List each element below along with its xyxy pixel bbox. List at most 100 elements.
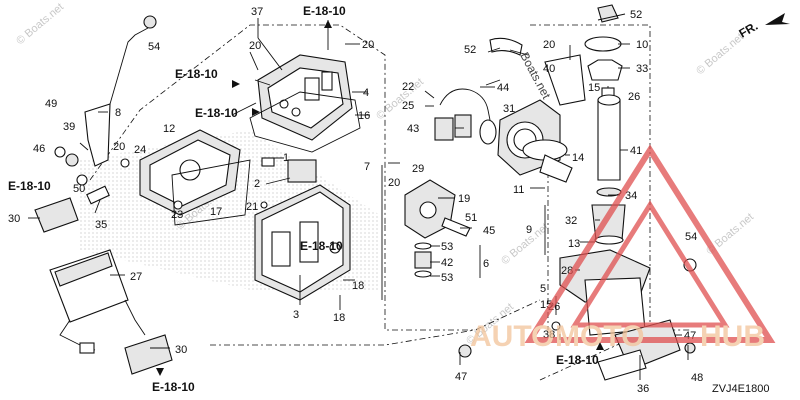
callout: 33 xyxy=(636,63,648,75)
part-sensor-cap xyxy=(597,4,619,23)
callout: 54 xyxy=(148,41,160,53)
part-washer xyxy=(551,321,561,331)
part-sensor xyxy=(489,37,523,56)
callout: 48 xyxy=(691,372,703,384)
callout: 43 xyxy=(407,123,419,135)
watermark-text: © Boats.net xyxy=(14,1,66,47)
callout: 8 xyxy=(115,107,121,119)
callout: 47 xyxy=(455,371,467,383)
callout: 25 xyxy=(402,100,414,112)
part-clamp xyxy=(597,349,647,381)
automotohub-logo: AUTO MOTO HUB xyxy=(470,144,776,353)
callout: 20 xyxy=(543,39,555,51)
callout: 21 xyxy=(246,201,258,213)
reference-arrow-icon xyxy=(156,368,164,376)
callout: 5 xyxy=(540,283,546,295)
reference-label: E-18-10 xyxy=(8,179,51,193)
callout: 50 xyxy=(73,183,85,195)
part-collar xyxy=(414,251,432,269)
part-sensor xyxy=(479,119,497,145)
assembly-outline xyxy=(210,329,476,346)
logo-text: MOTO xyxy=(555,320,644,353)
part-connector xyxy=(124,334,173,375)
callout: 36 xyxy=(637,383,649,395)
reference-label: E-18-10 xyxy=(556,353,599,367)
callout: 26 xyxy=(628,91,640,103)
reference-arrow-icon xyxy=(252,108,260,116)
callout: 27 xyxy=(130,271,142,283)
callout: 20 xyxy=(388,177,400,189)
logo-text: AUTO xyxy=(470,320,554,353)
callout: 11 xyxy=(513,184,524,196)
callout: 20 xyxy=(249,40,261,52)
part-plug xyxy=(79,342,95,354)
part-grommet xyxy=(76,174,88,186)
assembly-outline xyxy=(384,225,541,331)
part-fuel-pump-body xyxy=(597,99,621,181)
callout: 30 xyxy=(175,344,187,356)
part-float xyxy=(287,159,317,183)
part-clip xyxy=(86,185,110,205)
callout: 37 xyxy=(251,6,263,18)
logo-text: HUB xyxy=(700,320,765,353)
part-o-ring xyxy=(414,242,432,250)
logo-triangle-icon xyxy=(570,200,730,328)
callout: 15 xyxy=(588,82,600,94)
part-gasket xyxy=(249,91,361,153)
diagram-code: ZVJ4E1800 xyxy=(712,383,769,395)
watermark-text: © Boats.net xyxy=(694,31,746,77)
part-o-ring xyxy=(414,270,432,278)
callout: 51 xyxy=(465,212,477,224)
callout: 44 xyxy=(497,82,509,94)
part-fuel-pump xyxy=(49,249,146,351)
watermark-side-text: Boats.net xyxy=(517,50,553,102)
part-cap xyxy=(584,36,622,52)
part-screw xyxy=(260,201,268,209)
callout: 12 xyxy=(163,123,175,135)
part-cover-plate xyxy=(139,129,251,226)
assembly-outline xyxy=(530,24,651,330)
part-connector xyxy=(434,117,454,141)
callout: 20 xyxy=(113,141,125,153)
callout: 20 xyxy=(362,39,374,51)
part-screw xyxy=(173,200,183,210)
part-bolt xyxy=(143,15,157,29)
callout: 2 xyxy=(254,178,260,190)
callout: 4 xyxy=(363,87,369,99)
callout: 29 xyxy=(412,163,424,175)
reference-label: E-18-10 xyxy=(152,380,195,394)
callout: 31 xyxy=(503,103,515,115)
part-pipe xyxy=(441,217,471,237)
callout: 24 xyxy=(134,144,146,156)
part-nut xyxy=(65,153,79,167)
part-bolt xyxy=(684,342,696,354)
callout: 6 xyxy=(483,258,489,270)
callout: 22 xyxy=(402,81,414,93)
part-wire xyxy=(485,79,501,86)
part-filter xyxy=(587,59,623,81)
callout: 14 xyxy=(572,152,584,164)
watermark-text: © Boats.net xyxy=(374,76,426,122)
reference-arrow-icon xyxy=(596,342,604,350)
part-bracket xyxy=(84,103,111,167)
callout: 40 xyxy=(543,63,555,75)
part-throttle-body xyxy=(497,99,568,176)
callout: 17 xyxy=(210,206,222,218)
front-direction: FR. xyxy=(737,13,790,41)
callout: 18 xyxy=(352,280,364,292)
callout: 1 xyxy=(283,152,289,164)
leader-line xyxy=(109,27,149,105)
callout: 54 xyxy=(685,231,697,243)
reference-label: E-18-10 xyxy=(195,106,238,120)
reference-labels: E-18-10 E-18-10 E-18-10 E-18-10 E-18-10 … xyxy=(8,4,604,394)
callout: 3 xyxy=(293,309,299,321)
callout: 42 xyxy=(441,257,453,269)
reference-arrow-icon xyxy=(324,20,332,28)
callout: 45 xyxy=(483,225,495,237)
part-clip xyxy=(539,154,573,183)
assembly-outline xyxy=(89,24,386,225)
callout: 52 xyxy=(464,44,476,56)
reference-label: E-18-10 xyxy=(303,4,346,18)
